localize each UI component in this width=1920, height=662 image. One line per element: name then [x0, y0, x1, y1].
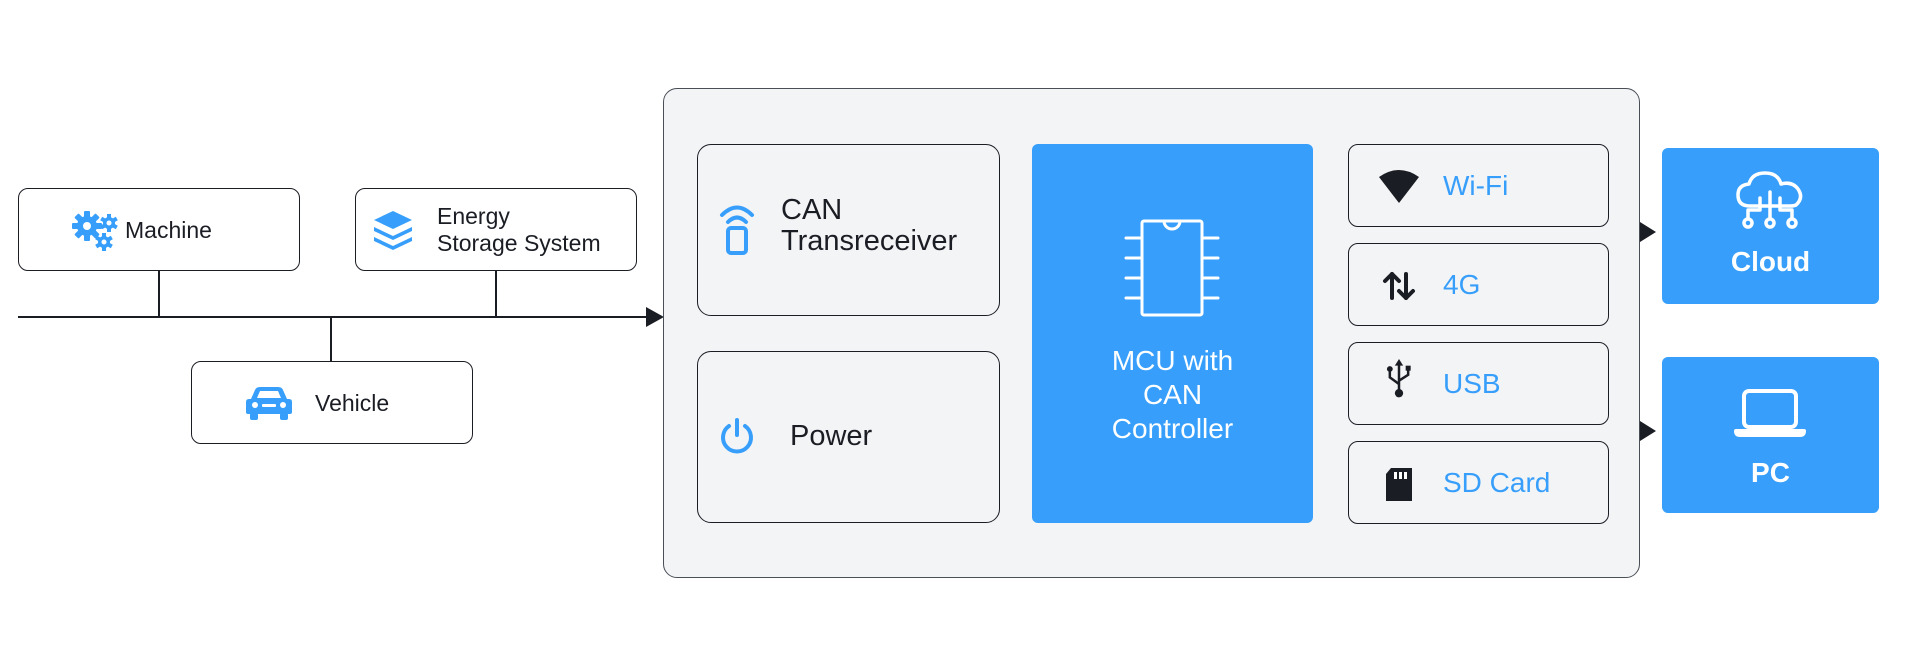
4g-label: 4G [1443, 269, 1481, 300]
up-down-arrows-icon [1383, 272, 1415, 300]
power-icon [721, 418, 753, 454]
power-block: Power [697, 351, 1000, 523]
can-bus-line [18, 316, 650, 318]
pc-label: PC [1751, 457, 1790, 488]
wireless-transceiver-icon [720, 205, 754, 255]
vehicle-connector [330, 317, 332, 362]
mcu-label: MCU with CAN Controller [1111, 345, 1234, 444]
sd-card-label: SD Card [1443, 467, 1551, 498]
cloud-network-icon [1736, 171, 1803, 229]
mcu-block: MCU with CAN Controller [1032, 144, 1313, 523]
energy-storage-node: Energy Storage System [355, 188, 637, 271]
usb-icon [1386, 359, 1411, 398]
power-label: Power [790, 420, 873, 452]
gears-icon [72, 211, 118, 251]
machine-node: Machine [18, 188, 300, 271]
can-label-line1: CAN [781, 194, 843, 226]
bus-arrowhead [646, 307, 664, 327]
pc-arrowhead [1640, 421, 1656, 441]
energy-label-line2: Storage System [437, 230, 601, 256]
car-icon [246, 387, 292, 420]
energy-connector [495, 270, 497, 317]
usb-label: USB [1443, 368, 1501, 399]
layers-icon [374, 211, 412, 250]
sd-card-icon [1386, 468, 1412, 501]
wifi-label: Wi-Fi [1443, 170, 1509, 201]
machine-label: Machine [125, 217, 212, 243]
energy-label-line1: Energy [437, 203, 510, 229]
sd-card-interface: SD Card [1348, 441, 1609, 524]
can-transreceiver-block: CAN Transreceiver [697, 144, 1000, 316]
wifi-interface: Wi-Fi [1348, 144, 1609, 227]
machine-connector [158, 270, 160, 317]
pc-node: PC [1662, 357, 1879, 513]
wifi-icon [1379, 170, 1419, 203]
cloud-label: Cloud [1730, 246, 1811, 277]
4g-interface: 4G [1348, 243, 1609, 326]
cloud-arrowhead [1640, 222, 1656, 242]
usb-interface: USB [1348, 342, 1609, 425]
chip-icon [1124, 219, 1220, 317]
vehicle-node: Vehicle [191, 361, 473, 444]
laptop-icon [1734, 389, 1806, 437]
vehicle-label: Vehicle [315, 390, 390, 416]
can-label-line2: Transreceiver [781, 225, 958, 257]
cloud-node: Cloud [1662, 148, 1879, 304]
